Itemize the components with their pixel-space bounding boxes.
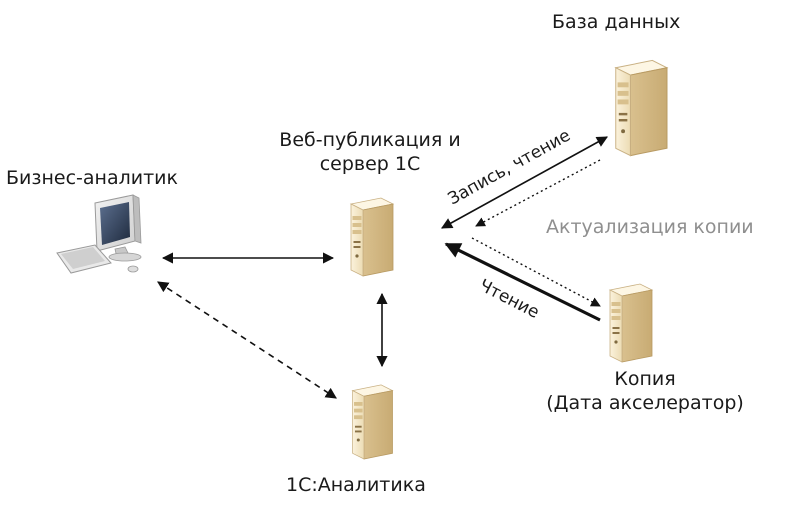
server-icon: [609, 283, 653, 363]
edge-label-read: Чтение: [476, 276, 543, 323]
desktop-computer-icon: [56, 194, 142, 274]
web-server-label-line2: сервер 1С: [319, 153, 421, 175]
replica-label-line2: (Дата акселератор): [546, 392, 744, 414]
server-icon: [615, 59, 668, 157]
edge-db-sync: [475, 159, 601, 227]
replica-label: Копия (Дата акселератор): [520, 367, 770, 415]
edge-replica-sync: [471, 237, 601, 307]
web-server-label: Веб-публикация и сервер 1С: [250, 128, 490, 176]
edge-web-db: [441, 136, 608, 229]
server-icon: [350, 197, 394, 277]
sync-label: Актуализация копии: [546, 216, 754, 238]
database-label: База данных: [552, 11, 681, 33]
analytics-label: 1С:Аналитика: [286, 474, 426, 496]
edge-analyst-analytics: [157, 281, 337, 399]
replica-label-line1: Копия: [614, 368, 676, 390]
server-icon: [352, 384, 393, 460]
analyst-label: Бизнес-аналитик: [6, 167, 178, 189]
web-server-label-line1: Веб-публикация и: [279, 129, 461, 151]
edge-replica-read: [444, 242, 601, 322]
